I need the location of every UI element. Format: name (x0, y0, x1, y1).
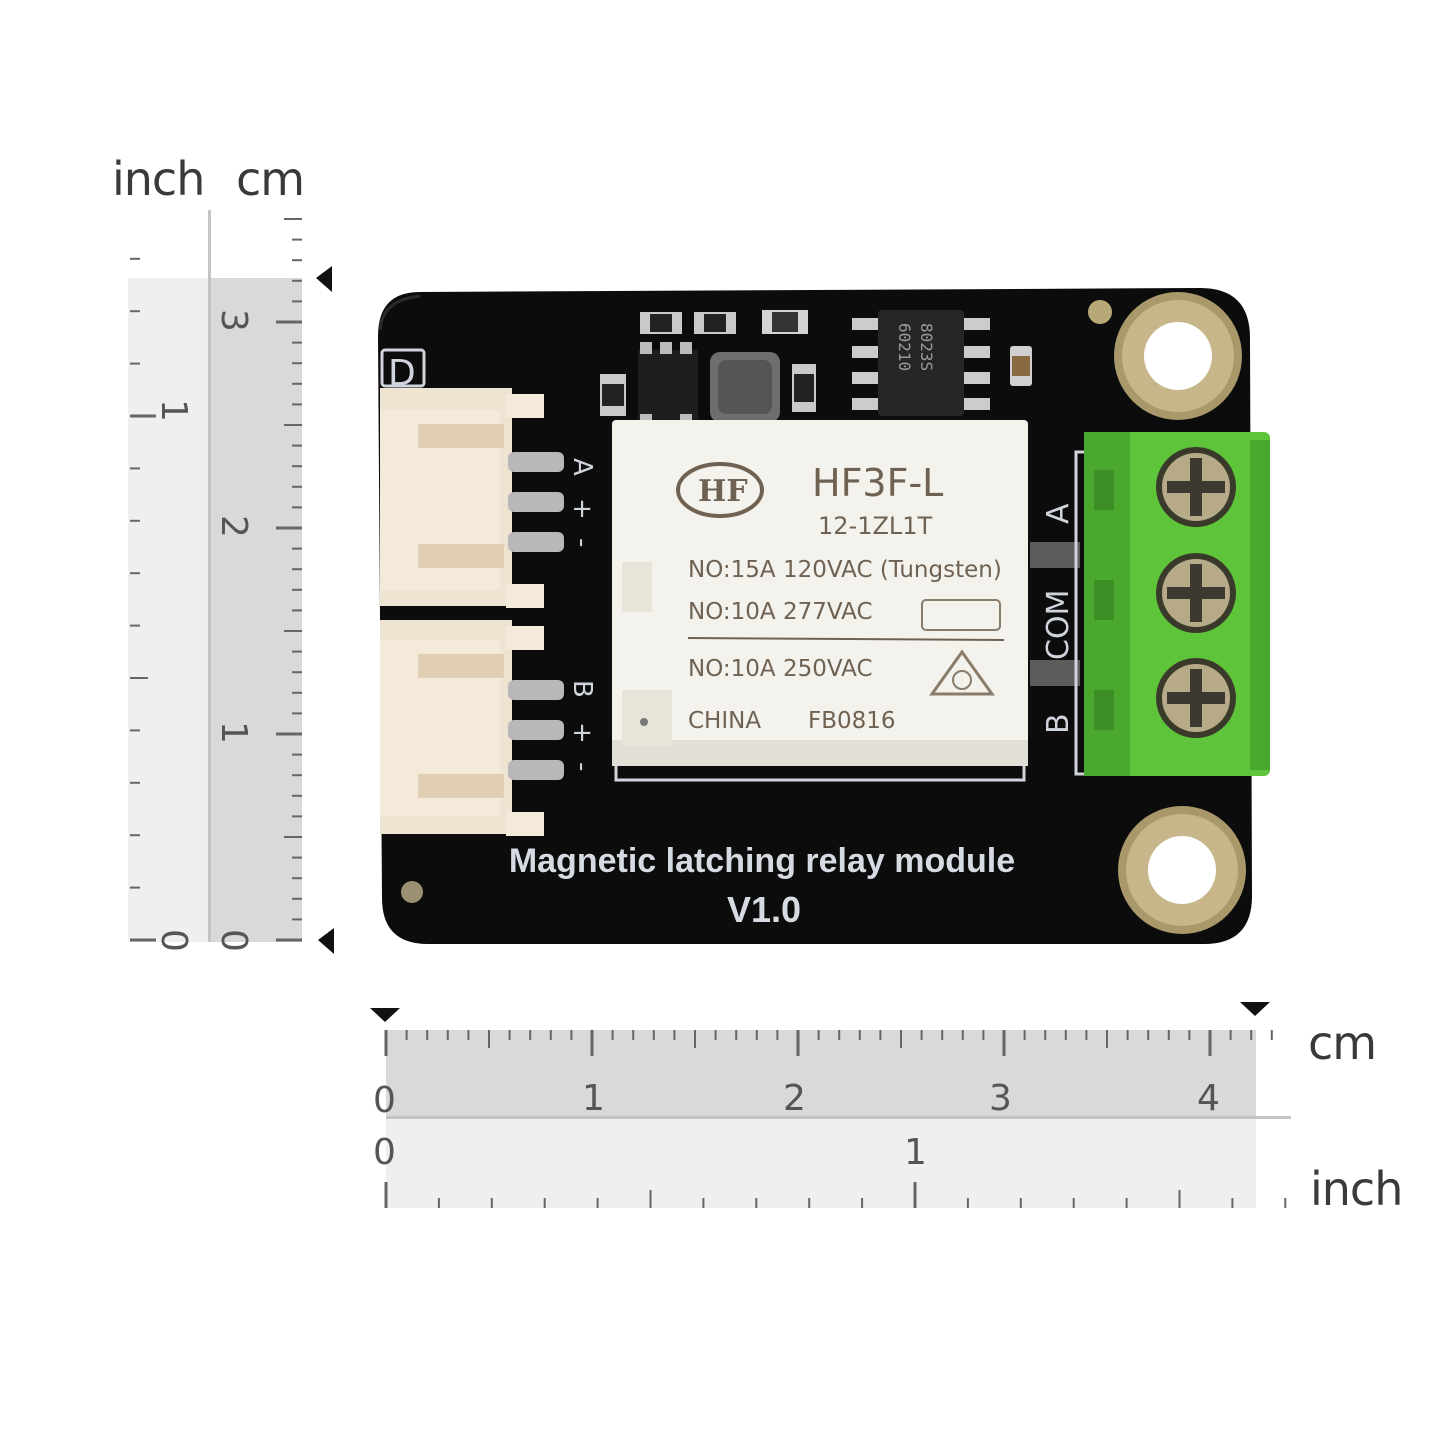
vertical-ticks (130, 218, 302, 942)
horizontal-cm-unit-label: cm (1308, 1016, 1377, 1070)
vertical-divider-line (208, 210, 211, 942)
vertical-bottom-arrow (318, 928, 334, 954)
relay-module-photo: D 8023S 60210 (316, 266, 1270, 954)
relay-code: FB0816 (808, 708, 896, 734)
relay-rating-2: NO:10A 277VAC (688, 599, 873, 625)
board-version: V1.0 (727, 889, 801, 930)
chip-line2: 60210 (895, 323, 914, 371)
relay-rating-1: NO:15A 120VAC (Tungsten) (688, 557, 1002, 583)
connector-bottom (380, 620, 564, 836)
horizontal-cm-label-3: 3 (989, 1078, 1012, 1119)
horizontal-inch-label-0: 0 (373, 1132, 396, 1173)
horizontal-inch-scale (386, 1118, 1256, 1208)
mounting-hole-bottom (401, 806, 1246, 934)
horizontal-cm-scale (386, 1030, 1256, 1118)
vertical-top-arrow (316, 266, 332, 292)
horizontal-divider-line (386, 1116, 1291, 1119)
pin-label-bottom-b: B (567, 680, 597, 698)
pin-label-top-plus: + (567, 498, 597, 520)
relay-variant: 12-1ZL1T (818, 512, 933, 540)
relay: HF (612, 420, 1028, 782)
horizontal-cm-label-2: 2 (783, 1078, 806, 1119)
board-title: Magnetic latching relay module (509, 842, 1015, 880)
certification-marks (921, 599, 1001, 696)
horizontal-cm-label-1: 1 (582, 1078, 605, 1119)
relay-logo-text: HF (698, 474, 748, 509)
connector-top (380, 388, 564, 608)
pin-label-bottom-plus: + (567, 722, 597, 744)
pin-label-bottom-minus: - (567, 762, 597, 771)
vertical-ruler: inch cm 3 2 1 0 1 0 (0, 0, 340, 960)
vertical-cm-unit-label: cm (236, 152, 305, 206)
pin-label-top-minus: - (567, 538, 597, 547)
terminal-label-com: COM (1041, 590, 1076, 660)
pin-label-top-a: A (567, 458, 597, 476)
horizontal-cm-label-0: 0 (373, 1080, 396, 1121)
horizontal-inch-label-1: 1 (904, 1132, 927, 1173)
svg-text:D: D (388, 353, 416, 394)
horizontal-inch-unit-label: inch (1310, 1162, 1403, 1216)
vertical-inch-unit-label: inch (112, 152, 205, 206)
ic-chip (852, 310, 990, 416)
terminal-label-a: A (1041, 503, 1076, 524)
terminal-label-b: B (1041, 713, 1076, 734)
horizontal-ticks (384, 1030, 1287, 1208)
relay-origin: CHINA (688, 708, 761, 734)
vertical-cm-scale (210, 278, 302, 942)
vertical-inch-scale (128, 278, 210, 942)
terminal-screw-2 (1156, 553, 1236, 633)
horizontal-cm-label-4: 4 (1197, 1078, 1220, 1119)
relay-rating-3: NO:10A 250VAC (688, 656, 873, 682)
relay-logo-icon (676, 462, 764, 518)
relay-model: HF3F-L (812, 461, 943, 505)
terminal-screw-3 (1156, 658, 1236, 738)
chip-line1: 8023S (917, 323, 936, 371)
smd-components (600, 310, 1032, 426)
terminal-screw-1 (1156, 447, 1236, 527)
mounting-hole-top (1088, 292, 1242, 420)
horizontal-ruler: 0 1 2 3 4 0 1 cm inch (0, 990, 1445, 1230)
